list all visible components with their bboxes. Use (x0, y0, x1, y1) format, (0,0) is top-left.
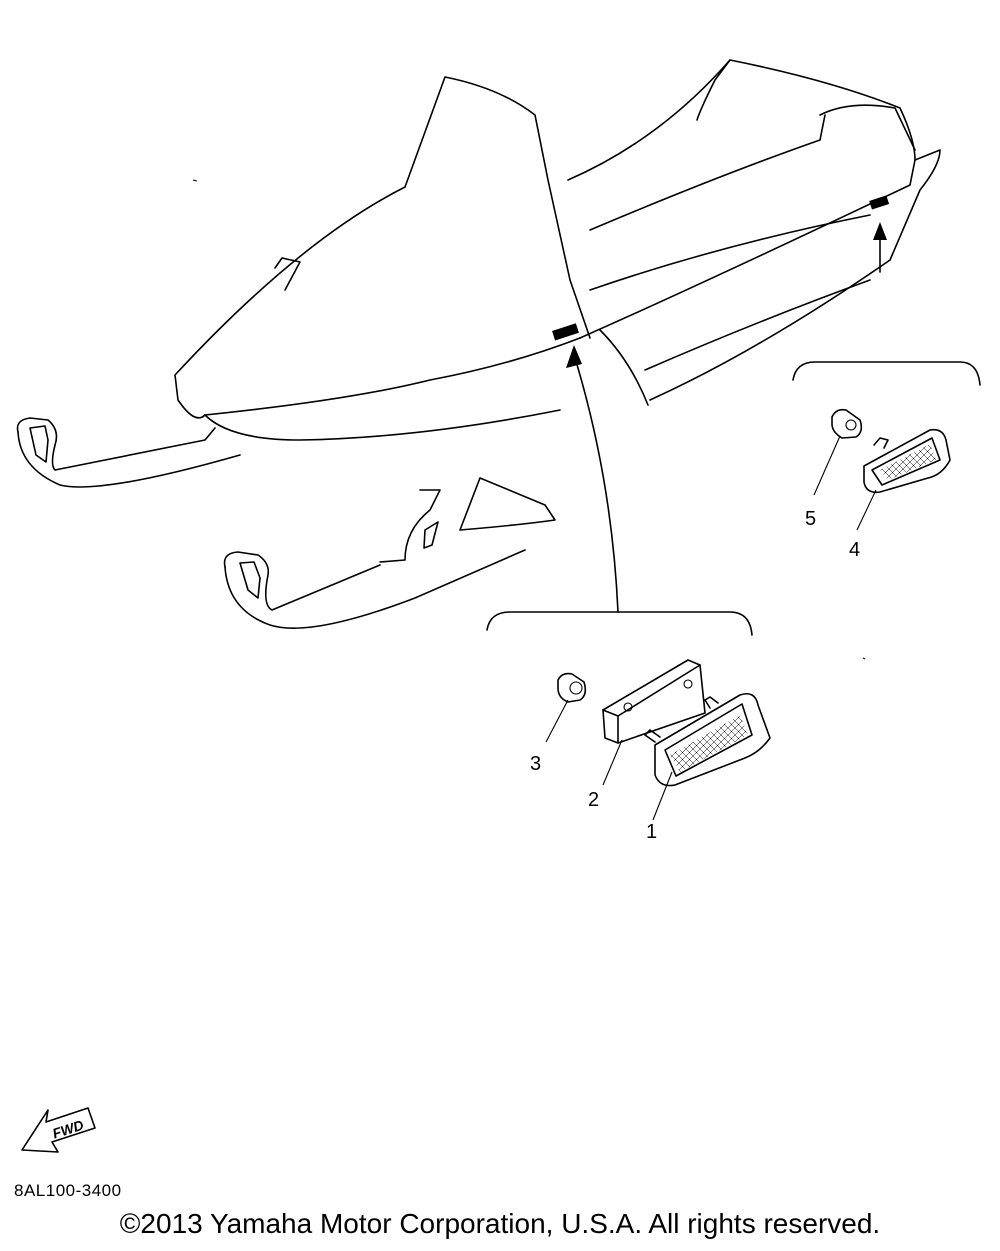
callout-5: 5 (805, 508, 816, 530)
callout-2: 2 (588, 789, 599, 811)
front-arrow (566, 345, 619, 613)
callout-1: 1 (646, 821, 657, 843)
front-bracket (486, 611, 753, 636)
svg-text:FWD: FWD (50, 1117, 85, 1142)
callout-3: 3 (530, 753, 541, 775)
callout-4: 4 (849, 539, 860, 561)
reflector-part-2 (602, 659, 706, 744)
right-ski (223, 549, 526, 629)
reflector-part-1 (644, 692, 771, 787)
fwd-arrow-icon: FWD (21, 1107, 96, 1153)
snowmobile-outline (174, 59, 941, 660)
front-reflector-location (552, 323, 579, 341)
part-code: 8AL100-3400 (14, 1181, 122, 1200)
copyright-notice: ©2013 Yamaha Motor Corporation, U.S.A. A… (119, 1208, 881, 1239)
reflector-part-4 (863, 428, 951, 494)
rear-bracket (792, 361, 981, 386)
reflector-part-3 (557, 672, 587, 703)
left-ski (16, 417, 241, 488)
reflector-part-5 (831, 408, 863, 439)
rear-arrow (873, 222, 887, 273)
leader-lines (545, 435, 877, 821)
rear-reflector-location (869, 195, 890, 210)
